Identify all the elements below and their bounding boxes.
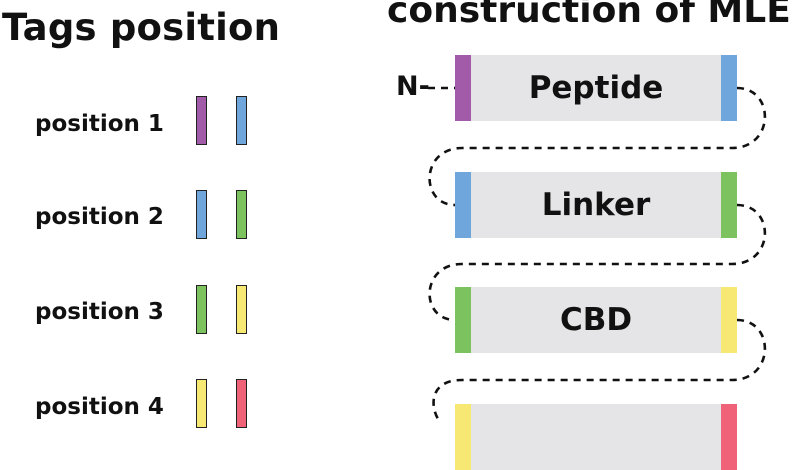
n-terminus-label: N- [396,71,430,102]
segment-peptide-right-tag [721,55,737,121]
position-1-tag-left [196,96,207,145]
position-label-3: position 3 [35,299,164,325]
segment-linker-right-tag [721,172,737,238]
segment-fourth-label [455,404,737,470]
segment-cbd-label: CBD [559,302,633,338]
position-3-tag-right [236,285,247,334]
position-1-tag-right [236,96,247,145]
position-3-tag-left [196,285,207,334]
segment-peptide-label: Peptide [528,70,664,106]
connector-linker-cbd [428,203,767,322]
construction-title: construction of MLE [387,0,791,31]
connector-peptide-linker [428,86,767,207]
position-label-1: position 1 [35,111,164,137]
segment-linker: Linker [455,172,737,238]
connector-cbd-next [432,318,767,419]
dashed-connectors [428,86,767,419]
segment-peptide: Peptide [455,55,737,121]
position-label-4: position 4 [35,394,164,420]
tags-position-title: Tags position [2,6,281,49]
segment-cbd-left-tag [455,287,471,353]
position-2-tag-left [196,190,207,239]
segment-peptide-left-tag [455,55,471,121]
position-2-tag-right [236,190,247,239]
segment-fourth [455,404,737,470]
segment-linker-label: Linker [541,187,651,223]
segment-cbd: CBD [455,287,737,353]
position-label-2: position 2 [35,204,164,230]
segment-cbd-right-tag [721,287,737,353]
segment-linker-left-tag [455,172,471,238]
